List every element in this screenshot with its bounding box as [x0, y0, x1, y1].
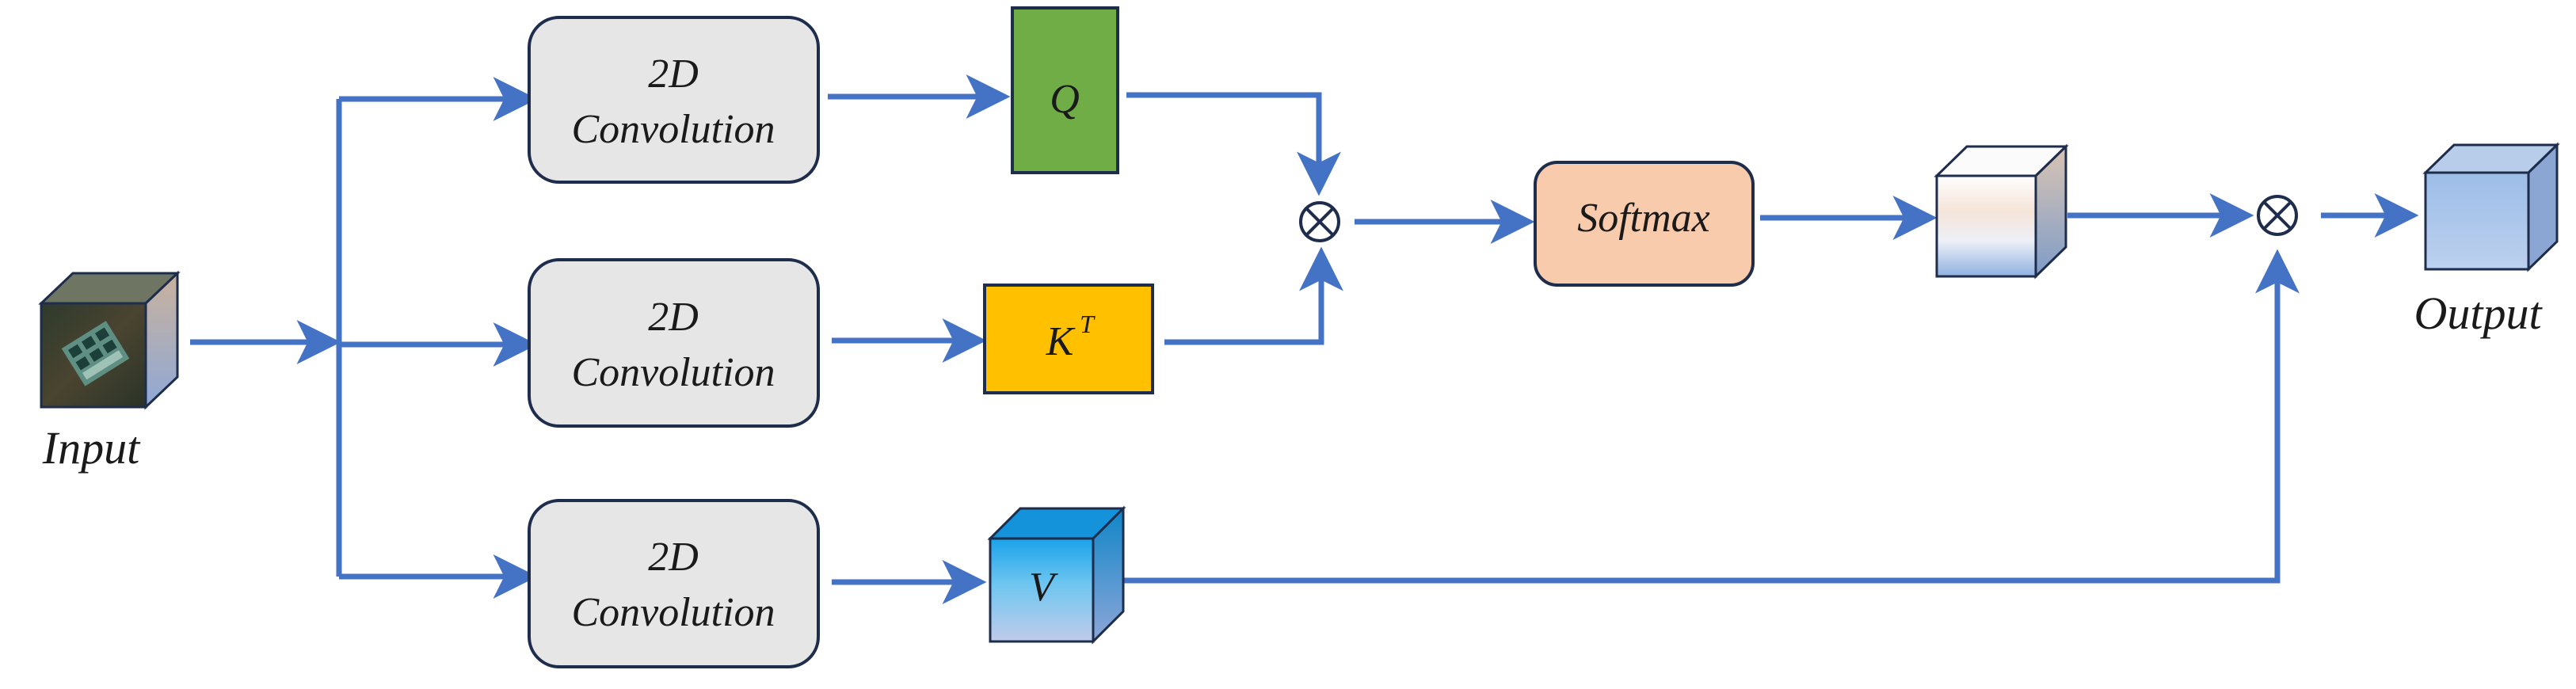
k-label: K	[1046, 319, 1076, 364]
conv-k-line2: Convolution	[571, 350, 775, 395]
multiply-op-2	[2257, 195, 2298, 236]
conv-v-line1: 2D	[648, 535, 699, 580]
k-to-multiply-arrow	[1164, 246, 1343, 345]
output-cube	[2422, 142, 2560, 272]
multiply-op-1	[1299, 201, 1340, 242]
q-to-multiply-arrow	[1126, 92, 1341, 196]
conv-q-line1: 2D	[648, 51, 699, 97]
q-label: Q	[1050, 77, 1080, 122]
softmax-block: Softmax	[1534, 161, 1755, 287]
kt-block: K T	[983, 284, 1154, 394]
connectors	[190, 74, 2419, 604]
output-label: Output	[2414, 287, 2543, 339]
q-block: Q	[1011, 6, 1119, 174]
conv-block-v: 2D Convolution	[528, 499, 820, 668]
k-superscript: T	[1080, 310, 1096, 338]
v-to-multiply-arrow	[1121, 249, 2300, 584]
v-cube: V	[987, 505, 1126, 645]
conv-block-q: 2D Convolution	[528, 16, 820, 184]
conv-v-line2: Convolution	[571, 590, 775, 635]
attention-map-cube	[1934, 143, 2069, 280]
v-label: V	[1029, 565, 1058, 610]
conv-k-line1: 2D	[648, 295, 699, 340]
input-cube	[38, 270, 181, 410]
input-label: Input	[42, 422, 141, 474]
softmax-label: Softmax	[1577, 196, 1710, 241]
building-thumbnail	[61, 321, 130, 386]
conv-block-k: 2D Convolution	[528, 258, 820, 428]
conv-q-line2: Convolution	[571, 107, 775, 152]
